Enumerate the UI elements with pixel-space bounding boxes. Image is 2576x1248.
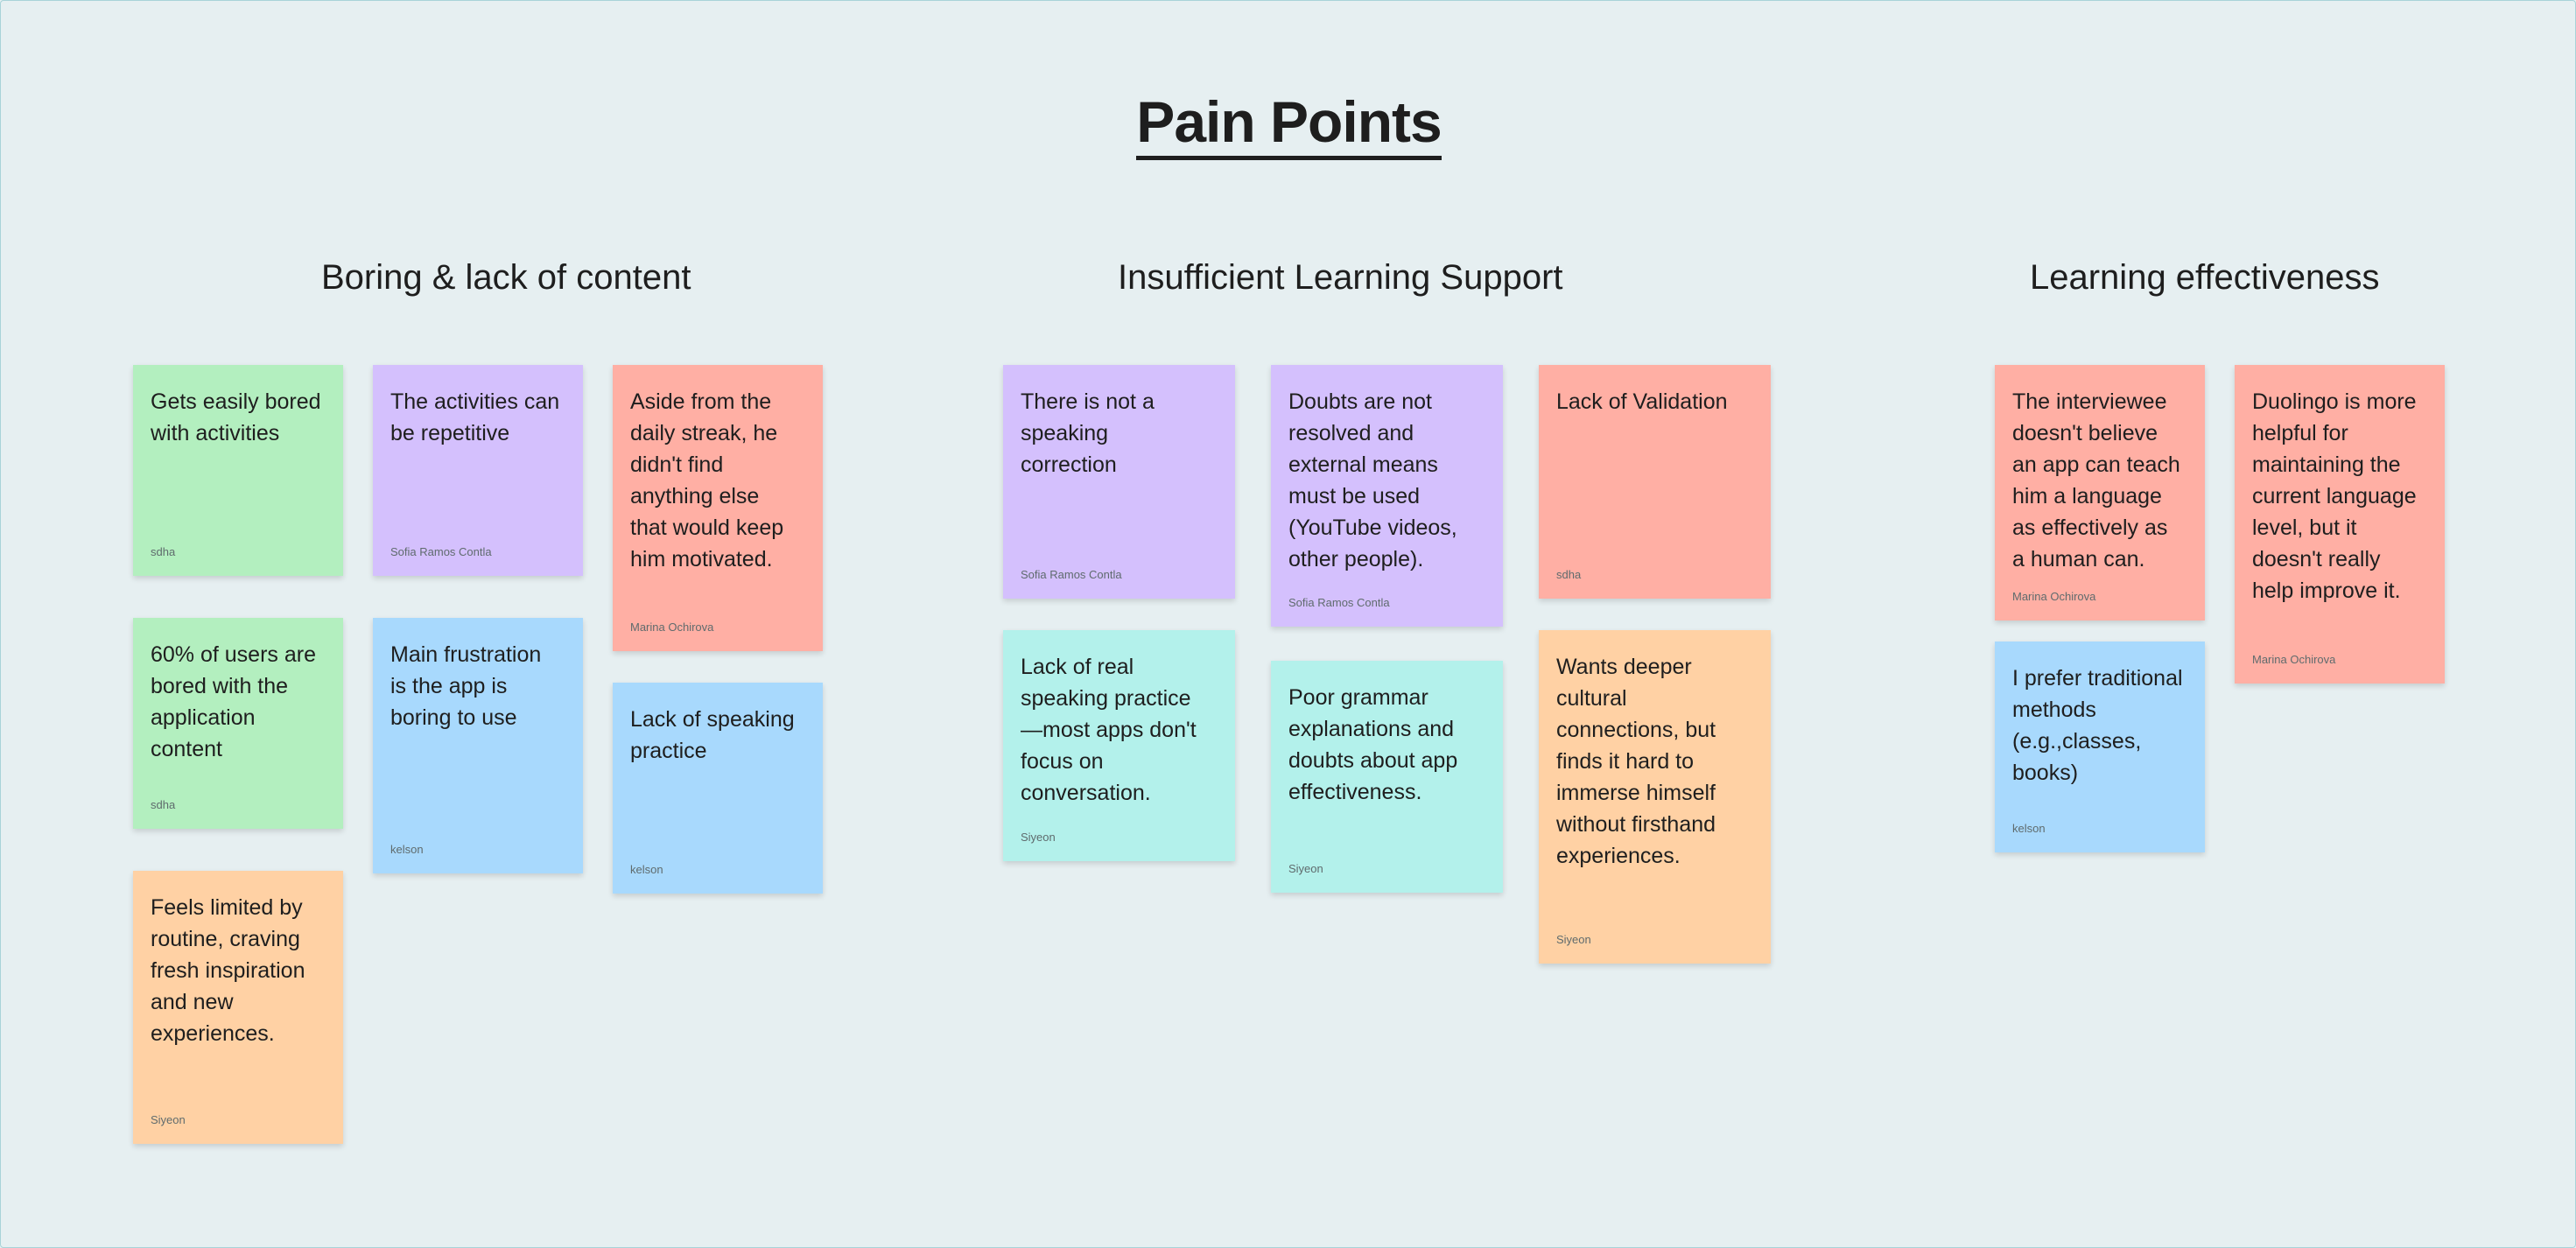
sticky-note-text: Main frustration is the app is boring to…: [390, 642, 542, 730]
sticky-note[interactable]: I prefer traditional methods (e.g.,class…: [1995, 642, 2205, 852]
sticky-note-text: Lack of Validation: [1556, 389, 1728, 414]
sticky-note[interactable]: Feels limited by routine, craving fresh …: [133, 871, 343, 1144]
sticky-note-text: Feels limited by routine, craving fresh …: [151, 895, 305, 1046]
sticky-note-author: Marina Ochirova: [2012, 590, 2096, 603]
sticky-note-author: sdha: [1556, 568, 1582, 581]
sticky-note-author: Siyeon: [1021, 831, 1056, 844]
sticky-note[interactable]: The activities can be repetitive Sofia R…: [373, 365, 583, 576]
sticky-note-author: kelson: [2012, 822, 2046, 835]
sticky-note[interactable]: Duolingo is more helpful for maintaining…: [2235, 365, 2445, 684]
sticky-note[interactable]: The interviewee doesn't believe an app c…: [1995, 365, 2205, 620]
sticky-note-text: Aside from the daily streak, he didn't f…: [630, 389, 784, 571]
sticky-note-author: Marina Ochirova: [630, 620, 714, 634]
board-title-text: Pain Points: [1136, 89, 1442, 160]
sticky-note-text: 60% of users are bored with the applicat…: [151, 642, 316, 761]
sticky-note[interactable]: There is not a speaking correction Sofia…: [1003, 365, 1235, 599]
sticky-note[interactable]: Lack of Validation sdha: [1539, 365, 1771, 599]
sticky-note[interactable]: Poor grammar explanations and doubts abo…: [1271, 661, 1503, 893]
sticky-note[interactable]: Lack of speaking practice kelson: [613, 683, 823, 894]
sticky-note-text: Lack of speaking practice: [630, 707, 795, 763]
group-heading-boring: Boring & lack of content: [321, 258, 691, 297]
sticky-note[interactable]: Wants deeper cultural connections, but f…: [1539, 630, 1771, 964]
sticky-note-author: sdha: [151, 545, 176, 558]
sticky-note-text: There is not a speaking correction: [1021, 389, 1155, 477]
sticky-note-text: The interviewee doesn't believe an app c…: [2012, 389, 2180, 571]
sticky-note-author: Marina Ochirova: [2252, 653, 2336, 666]
sticky-note[interactable]: Gets easily bored with activities sdha: [133, 365, 343, 576]
sticky-note-author: Siyeon: [1288, 862, 1323, 875]
sticky-note-author: sdha: [151, 798, 176, 811]
sticky-note-text: The activities can be repetitive: [390, 389, 560, 445]
sticky-note[interactable]: Lack of real speaking practice —most app…: [1003, 630, 1235, 861]
sticky-note-text: Lack of real speaking practice —most app…: [1021, 655, 1197, 805]
sticky-note-author: kelson: [630, 863, 663, 876]
sticky-note-text: Poor grammar explanations and doubts abo…: [1288, 685, 1458, 804]
sticky-note[interactable]: Doubts are not resolved and external mea…: [1271, 365, 1503, 627]
sticky-note-author: Siyeon: [1556, 933, 1591, 946]
board-title: Pain Points: [1, 88, 2576, 160]
sticky-note-author: Sofia Ramos Contla: [1021, 568, 1122, 581]
sticky-note[interactable]: 60% of users are bored with the applicat…: [133, 618, 343, 829]
group-heading-learning-support: Insufficient Learning Support: [1118, 258, 1563, 297]
sticky-note-author: Siyeon: [151, 1113, 186, 1126]
sticky-note-text: Duolingo is more helpful for maintaining…: [2252, 389, 2417, 603]
sticky-note-text: Doubts are not resolved and external mea…: [1288, 389, 1457, 571]
sticky-note-text: Wants deeper cultural connections, but f…: [1556, 655, 1716, 868]
sticky-note[interactable]: Aside from the daily streak, he didn't f…: [613, 365, 823, 651]
sticky-note-author: Sofia Ramos Contla: [1288, 596, 1390, 609]
sticky-note-text: I prefer traditional methods (e.g.,class…: [2012, 666, 2183, 785]
sticky-note-text: Gets easily bored with activities: [151, 389, 321, 445]
sticky-note[interactable]: Main frustration is the app is boring to…: [373, 618, 583, 873]
group-heading-effectiveness: Learning effectiveness: [2030, 258, 2380, 297]
sticky-note-author: kelson: [390, 843, 424, 856]
sticky-note-author: Sofia Ramos Contla: [390, 545, 492, 558]
